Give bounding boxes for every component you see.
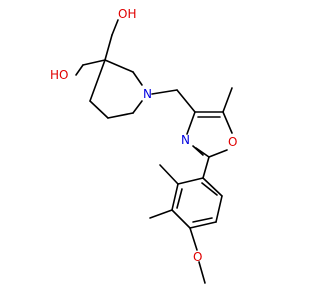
bond [192,217,213,223]
bonds [75,19,233,284]
bond [189,227,198,251]
bond [111,19,119,36]
piperidine-nitrogen-label: N [143,87,152,101]
bond [89,100,109,119]
hydroxyl-top-label: OH [118,7,136,21]
bond [198,261,206,284]
bond [201,182,218,196]
bond [104,34,113,61]
bond [176,89,196,113]
bond [208,149,228,158]
bond [202,156,210,179]
bond [104,59,134,73]
bond [192,145,204,156]
bond [107,112,134,119]
bond [189,221,217,229]
bond [132,71,143,86]
bond [186,111,196,135]
methoxy-oxygen-label: O [193,250,202,264]
atom-labels: OH HO N N O O [50,7,237,264]
molecule-diagram: OH HO N N O O [50,7,237,284]
bond [75,64,84,76]
oxazole-nitrogen-label: N [181,133,190,147]
bond [159,164,179,185]
bond [215,195,223,223]
bond [171,209,191,229]
bond [222,87,233,113]
bond [89,59,106,102]
hydroxyl-left-label: HO [50,68,68,82]
bond [151,89,178,95]
bond [202,177,223,197]
bond [177,177,204,185]
bond [149,209,173,219]
bond [195,147,210,158]
structure-canvas: OH HO N N O O [50,7,237,284]
bond [176,188,183,209]
bond [171,183,179,211]
bond [222,111,233,134]
bond [82,59,106,66]
oxazole-oxygen-label: O [228,135,237,149]
bond [132,100,143,114]
